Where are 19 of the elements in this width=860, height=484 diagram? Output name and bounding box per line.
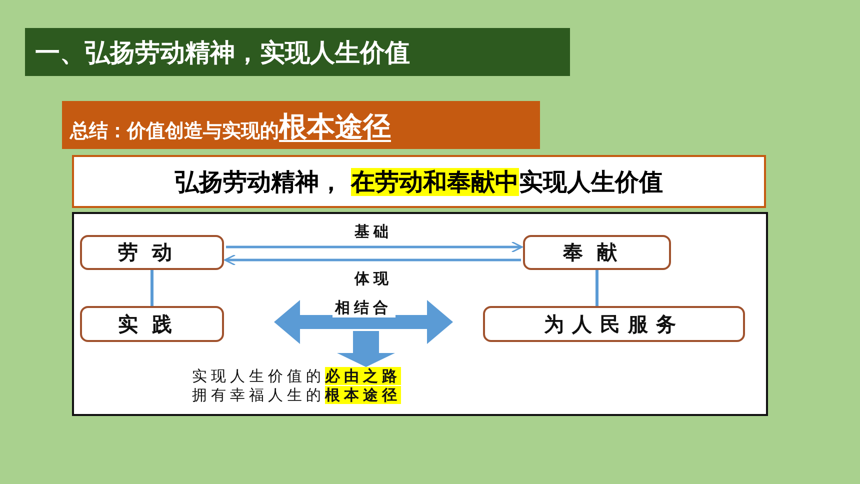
block-arrow [274,300,453,344]
connector-line [596,270,598,306]
summary-banner [62,101,540,149]
result-line: 实现人生价值的必由之路 [192,367,401,386]
arrow [226,241,523,253]
edge-label: 相结合 [332,298,395,318]
statement-box: 弘扬劳动精神， 在劳动和奉献中实现人生价值 [72,155,766,208]
term-box: 为人民服务 [483,306,745,342]
arrow [224,254,521,266]
diagram-panel [72,212,768,416]
term-box: 奉献 [523,235,671,270]
term-box: 实践 [80,306,224,342]
summary-emphasis: 根本途径 [279,112,391,143]
title-banner: 一、弘扬劳动精神，实现人生价值 [25,28,570,76]
connector-line [150,270,154,306]
summary-text: 总结：价值创造与实现的 [70,120,279,143]
block-arrow [337,331,395,367]
term-box: 劳动 [80,235,224,270]
result-line: 拥有幸福人生的根本途径 [192,386,401,405]
